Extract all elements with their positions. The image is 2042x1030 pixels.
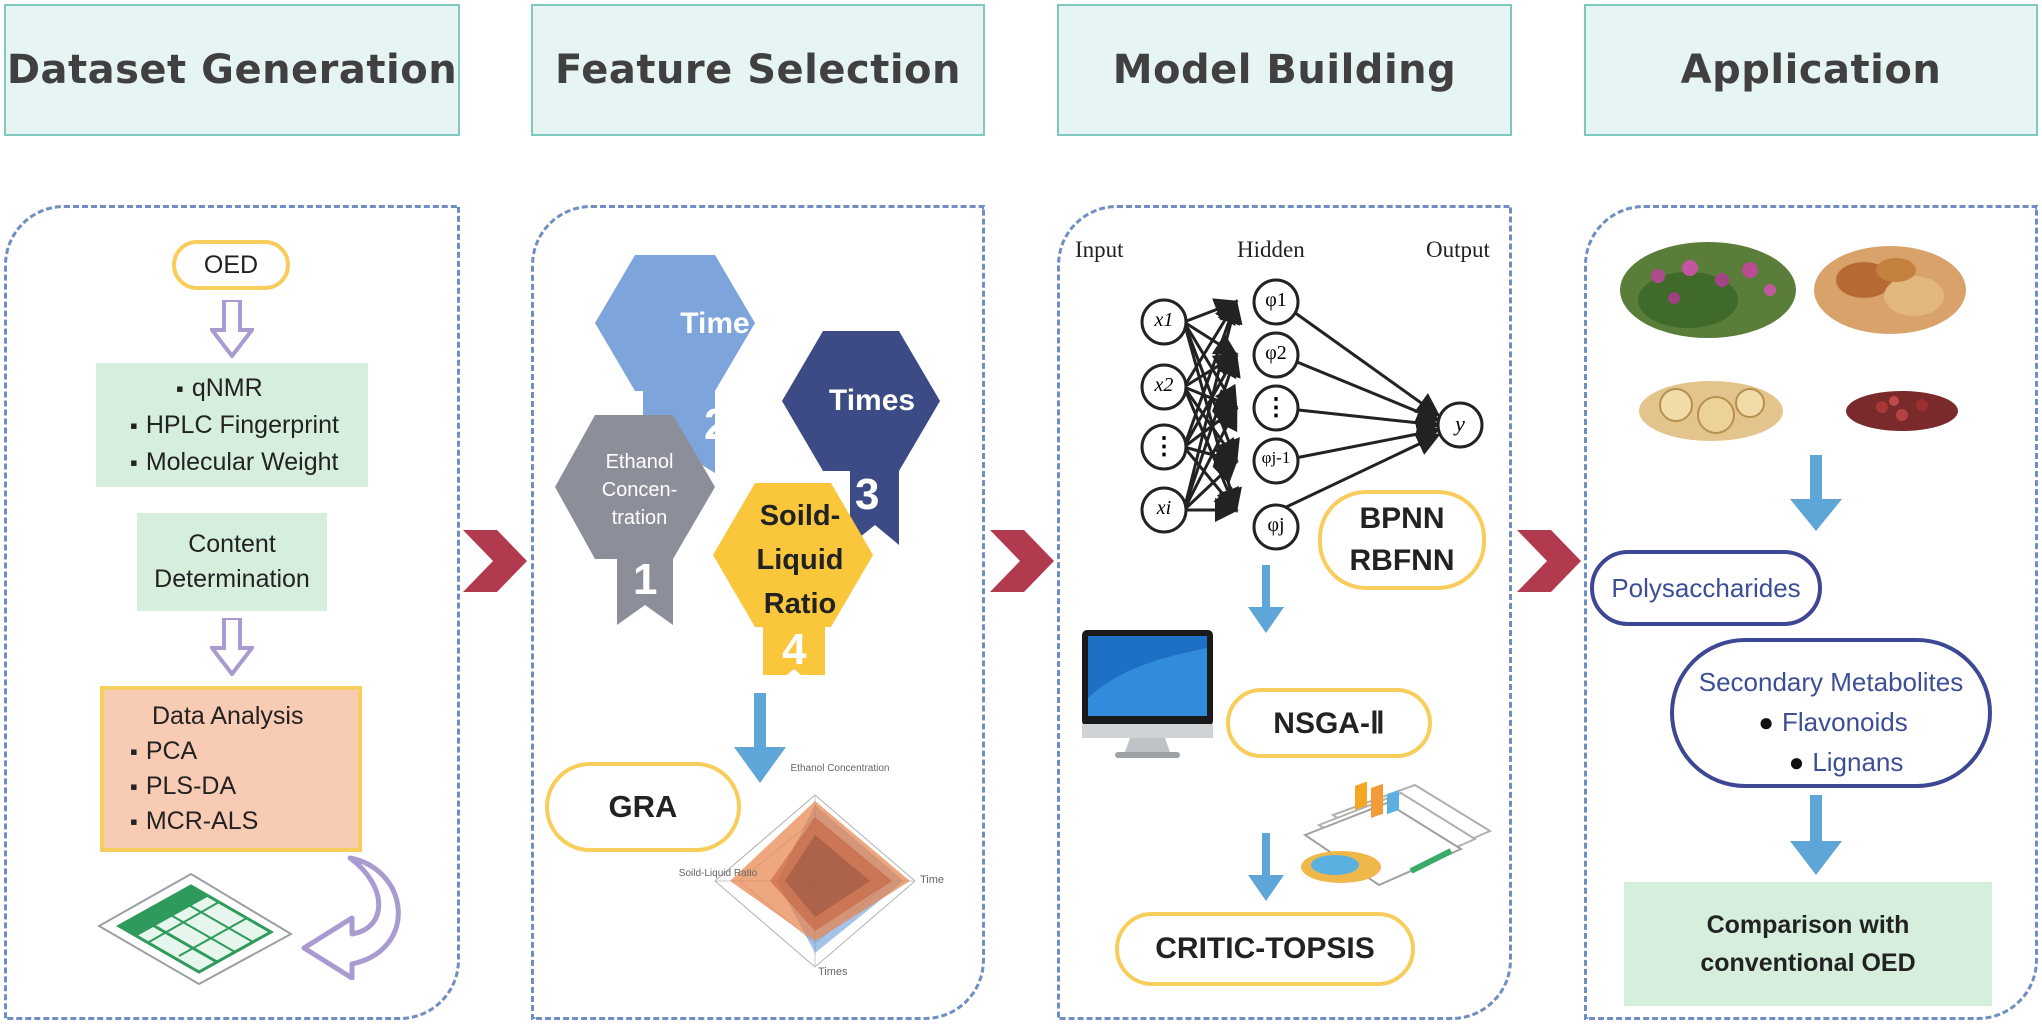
application-panel — [1584, 205, 2038, 1020]
secondary-item-flavonoids: ●Flavonoids — [1758, 707, 1908, 737]
bpnn-rbfnn-pill: BPNN RBFNN — [1318, 490, 1486, 590]
herb-photo-root-slices — [1639, 381, 1783, 441]
dataset-panel — [4, 205, 460, 1020]
down-arrow-icon — [1248, 565, 1284, 633]
secondary-item-lignans: ●Lignans — [1788, 747, 1904, 777]
layer-label-hidden: Hidden — [1237, 237, 1305, 262]
radar-label-times: Times — [818, 966, 848, 978]
factor-number-1: 1 — [633, 555, 658, 604]
input-node-label: x1 — [1154, 309, 1174, 331]
critic-topsis-pill: CRITIC-TOPSIS — [1115, 912, 1415, 986]
input-node-label: ⋮ — [1152, 433, 1176, 460]
factor-number-3: 3 — [855, 470, 880, 519]
analysis-item: PCA — [130, 737, 358, 766]
down-arrow-icon — [1248, 833, 1284, 901]
down-arrow-icon — [210, 618, 254, 676]
comparison-line-2: conventional OED — [1700, 949, 1916, 977]
chevron-arrow-icon — [1517, 530, 1581, 592]
chevron-arrow-icon — [463, 530, 527, 592]
content-determination-box: Content Determination — [137, 513, 327, 611]
radar-label-ethanol: Ethanol Concentration — [790, 763, 890, 774]
neural-network-diagram — [1140, 278, 1484, 551]
radar-chart — [714, 794, 916, 968]
feature-panel — [531, 205, 985, 1020]
secondary-metabolites-box: Secondary Metabolites ●Flavonoids ●Ligna… — [1670, 638, 1992, 788]
hidden-node-label: ⋮ — [1264, 394, 1288, 421]
secondary-metabolites-title: Secondary Metabolites — [1698, 667, 1964, 697]
output-node-label: y — [1455, 411, 1465, 436]
factor-label-times: Times — [828, 384, 916, 417]
radar-label-soild-liquid: Soild-Liquid Ratio — [678, 868, 758, 879]
model-panel — [1057, 205, 1512, 1020]
rbfnn-label: RBFNN — [1349, 544, 1455, 577]
input-node-label: x2 — [1154, 374, 1174, 396]
method-item: qNMR — [130, 374, 368, 403]
hidden-node-label: φ1 — [1265, 289, 1287, 311]
content-line-1: Content — [188, 530, 276, 558]
bpnn-label: BPNN — [1359, 502, 1445, 535]
method-item: HPLC Fingerprint — [130, 411, 368, 440]
curved-return-arrow-icon — [301, 855, 401, 980]
comparison-box: Comparison with conventional OED — [1624, 882, 1992, 1006]
factor-hexagons — [555, 255, 940, 675]
factor-number-4: 4 — [782, 625, 807, 674]
layer-label-input: Input — [1075, 237, 1124, 262]
header-dataset-generation: Dataset Generation — [4, 4, 460, 136]
herb-photo-flowers — [1620, 242, 1796, 338]
content-line-2: Determination — [154, 565, 310, 593]
data-analysis-title: Data Analysis — [152, 702, 304, 730]
nsga-pill: NSGA-Ⅱ — [1226, 688, 1432, 758]
gra-pill: GRA — [545, 762, 741, 852]
herb-photo-berries — [1846, 391, 1958, 431]
header-model-building: Model Building — [1057, 4, 1512, 136]
hidden-node-label: φj — [1267, 514, 1285, 536]
chevron-arrow-icon — [990, 530, 1054, 592]
down-arrow-icon — [734, 693, 786, 783]
radar-label-time: Time — [920, 874, 945, 886]
comparison-line-1: Comparison with — [1706, 911, 1910, 939]
factor-label-ethanol: Ethanol Concen- tration — [601, 451, 678, 529]
hidden-node-label: φj-1 — [1261, 448, 1291, 467]
down-arrow-icon — [210, 300, 254, 358]
header-application: Application — [1584, 4, 2038, 136]
input-node-label: xi — [1156, 497, 1172, 519]
hidden-node-label: φ2 — [1265, 342, 1287, 364]
down-arrow-icon — [1790, 795, 1842, 875]
oed-pill: OED — [172, 240, 290, 290]
factor-number-2: 2 — [704, 400, 729, 449]
spreadsheet-icon — [96, 872, 294, 986]
factor-label-time: Time — [680, 307, 750, 340]
analysis-item: PLS-DA — [130, 772, 358, 801]
factor-label-soild-liquid: Soild- Liquid Ratio — [756, 500, 844, 620]
methods-box: qNMR HPLC Fingerprint Molecular Weight — [96, 363, 368, 487]
method-item: Molecular Weight — [130, 448, 368, 477]
down-arrow-icon — [1790, 455, 1842, 531]
report-documents-icon — [1301, 781, 1493, 887]
computer-monitor-icon — [1082, 630, 1213, 758]
polysaccharides-box: Polysaccharides — [1590, 550, 1822, 626]
header-feature-selection: Feature Selection — [531, 4, 985, 136]
layer-label-output: Output — [1426, 237, 1490, 262]
analysis-item: MCR-ALS — [130, 807, 358, 836]
herb-photo-dried-slices — [1814, 246, 1966, 334]
data-analysis-box: Data Analysis PCA PLS-DA MCR-ALS — [100, 686, 362, 852]
